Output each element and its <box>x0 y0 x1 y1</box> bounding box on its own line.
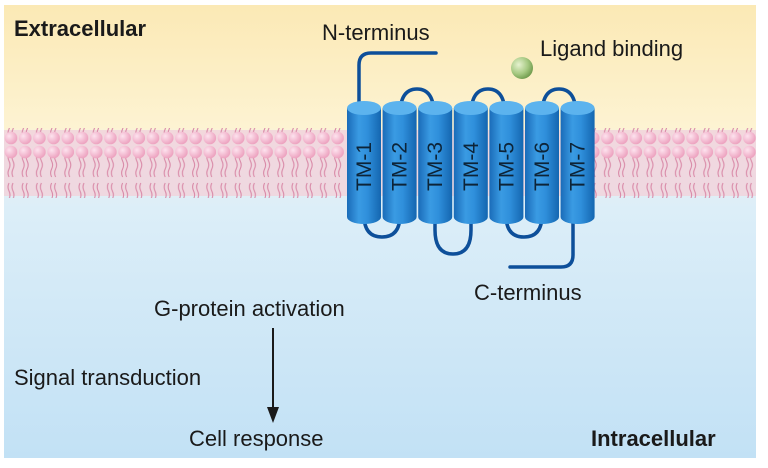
helix-label: TM-1 <box>353 142 376 191</box>
helix-body <box>453 108 488 224</box>
helix-label: TM-5 <box>495 142 518 191</box>
helix-7: TM-7 <box>560 101 595 224</box>
helix-body <box>525 108 559 224</box>
g-protein-activation-label: G-protein activation <box>154 296 345 321</box>
helix-label: TM-3 <box>424 142 447 191</box>
helix-body <box>418 108 453 224</box>
helix-top-cap <box>453 101 488 115</box>
diagram-canvas: TM-1 TM-2 TM-3 TM-4 TM-5 TM-6 TM-7 Extracellul… <box>4 5 756 458</box>
extracellular-label: Extracellular <box>14 16 147 41</box>
helix-label: TM-6 <box>531 142 554 191</box>
helix-4: TM-4 <box>453 101 488 224</box>
helix-6: TM-6 <box>525 101 559 224</box>
lipid-bilayer-left <box>4 128 344 198</box>
transmembrane-helices: TM-1 TM-2 TM-3 TM-4 TM-5 TM-6 TM-7 <box>347 101 595 225</box>
signal-transduction-label: Signal transduction <box>14 365 201 390</box>
intracellular-loop-1 <box>362 213 402 239</box>
ligand-binding-label: Ligand binding <box>540 36 683 61</box>
helix-body <box>347 108 381 224</box>
signal-arrow <box>267 328 279 423</box>
helix-label: TM-4 <box>460 142 483 191</box>
helix-label: TM-7 <box>567 142 590 191</box>
helix-5: TM-5 <box>489 101 524 225</box>
helix-top-cap <box>418 101 453 115</box>
lipid-bilayer-right <box>594 128 756 198</box>
helix-label: TM-2 <box>389 142 412 191</box>
cell-background <box>4 5 756 458</box>
helix-top-cap <box>382 101 417 115</box>
c-terminus-label: C-terminus <box>474 280 582 305</box>
helix-top-cap <box>560 101 595 115</box>
helix-body <box>489 108 524 225</box>
helix-1: TM-1 <box>347 101 381 224</box>
c-terminus-chain <box>508 213 575 269</box>
arrow-head-icon <box>267 407 279 423</box>
n-terminus-label: N-terminus <box>322 20 430 45</box>
ligand-molecule <box>511 57 533 79</box>
helix-2: TM-2 <box>382 101 417 224</box>
helix-top-cap <box>525 101 559 115</box>
helix-body <box>560 108 595 224</box>
helix-body <box>382 108 417 224</box>
n-terminus-chain <box>357 51 438 117</box>
intracellular-loop-2 <box>433 213 473 256</box>
helix-top-cap <box>489 101 524 115</box>
intracellular-label: Intracellular <box>591 426 716 451</box>
gpcr-diagram: TM-1 TM-2 TM-3 TM-4 TM-5 TM-6 TM-7 Extracellul… <box>4 5 756 458</box>
helix-top-cap <box>347 101 381 115</box>
intracellular-loop-3 <box>504 213 544 239</box>
cell-response-label: Cell response <box>189 426 324 451</box>
helix-3: TM-3 <box>418 101 453 224</box>
